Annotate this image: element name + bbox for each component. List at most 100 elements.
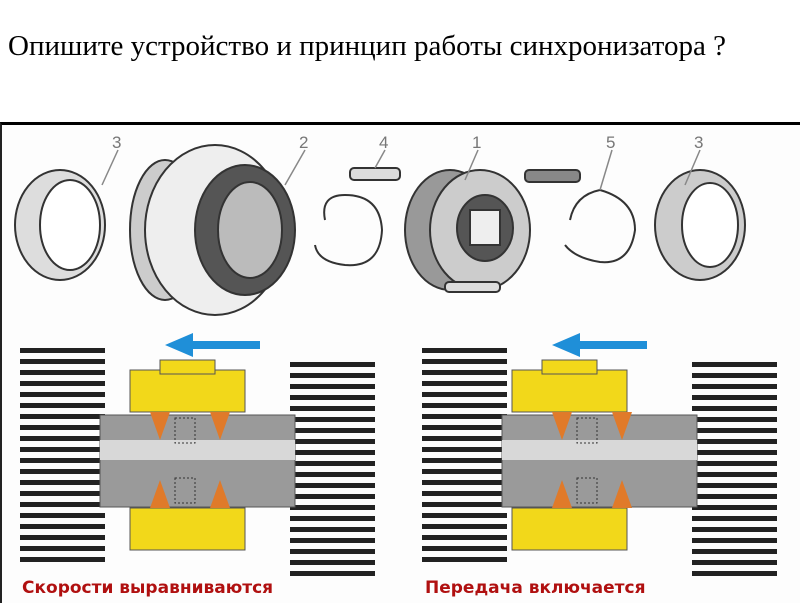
gear-tooth-left [422, 370, 507, 375]
gear-tooth-right [290, 571, 375, 576]
sleeve-top [511, 369, 628, 413]
key-right [524, 169, 581, 183]
gear-tooth-left [20, 392, 105, 397]
gear-tooth-left [20, 502, 105, 507]
gear-tooth-right [290, 384, 375, 389]
gear-tooth-right [692, 395, 777, 400]
blocking-ring-top-2 [612, 412, 632, 440]
gear-tooth-right [692, 527, 777, 532]
gear-tooth-right [290, 450, 375, 455]
blocking-ring-bottom [552, 480, 572, 508]
sleeve [129, 144, 296, 316]
gear-tooth-left [422, 524, 507, 529]
gear-tooth-right [290, 472, 375, 477]
direction-arrow-icon [552, 333, 647, 357]
blocking-ring-top [150, 412, 170, 440]
gear-tooth-right [290, 439, 375, 444]
gear-tooth-right [290, 461, 375, 466]
gear-tooth-right [692, 472, 777, 477]
gear-tooth-left [20, 491, 105, 496]
gear-tooth-right [290, 395, 375, 400]
gear-tooth-right [290, 527, 375, 532]
gear-tooth-left [422, 348, 507, 353]
gear-tooth-left [20, 513, 105, 518]
gear-tooth-right [290, 549, 375, 554]
gear-tooth-right [692, 538, 777, 543]
direction-arrow-icon [165, 333, 260, 357]
sleeve-bottom [511, 507, 628, 551]
gear-tooth-right [692, 560, 777, 565]
gear-tooth-left [422, 469, 507, 474]
shaft-highlight [502, 440, 697, 460]
gear-tooth-right [692, 461, 777, 466]
hub [404, 169, 531, 291]
sleeve-bottom [129, 507, 246, 551]
section-gear-engaged [422, 333, 777, 576]
gear-tooth-right [692, 439, 777, 444]
exploded-view [14, 144, 746, 316]
gear-tooth-left [422, 480, 507, 485]
gear-tooth-right [692, 428, 777, 433]
gear-tooth-left [422, 392, 507, 397]
gear-tooth-right [290, 406, 375, 411]
gear-tooth-left [20, 458, 105, 463]
gear-tooth-right [692, 384, 777, 389]
gear-tooth-left [422, 535, 507, 540]
spring-top [576, 417, 598, 444]
spring-top [174, 417, 196, 444]
gear-tooth-left [422, 447, 507, 452]
gear-tooth-right [692, 417, 777, 422]
blocking-ring-bottom-2 [612, 480, 632, 508]
part-labels: 3 2 4 1 5 3 [112, 133, 703, 152]
blocking-ring-top-2 [210, 412, 230, 440]
section-speeds-equalize [20, 333, 375, 576]
key-top [349, 167, 401, 181]
gear-tooth-left [422, 381, 507, 386]
caption-gear-engaged: Передача включается [425, 578, 646, 598]
gear-tooth-right [290, 362, 375, 367]
caption-speeds-equalize: Скорости выравниваются [22, 578, 274, 598]
gear-tooth-right [692, 450, 777, 455]
blocking-ring-bottom [150, 480, 170, 508]
gear-tooth-right [692, 483, 777, 488]
gear-tooth-left [20, 414, 105, 419]
gear-tooth-left [20, 557, 105, 562]
spring-ring-right [564, 188, 637, 264]
gear-tooth-left [422, 557, 507, 562]
gear-tooth-left [422, 513, 507, 518]
gear-tooth-left [20, 436, 105, 441]
gear-tooth-right [692, 373, 777, 378]
gear-tooth-left [20, 469, 105, 474]
gear-tooth-left [20, 480, 105, 485]
part-label-5: 5 [606, 133, 615, 152]
gear-tooth-right [692, 494, 777, 499]
gear-tooth-left [20, 381, 105, 386]
gear-tooth-left [422, 414, 507, 419]
blocking-ring-top [552, 412, 572, 440]
gear-tooth-right [692, 505, 777, 510]
gear-tooth-right [290, 417, 375, 422]
gear-tooth-left [20, 359, 105, 364]
gear-tooth-left [422, 491, 507, 496]
sleeve-top [129, 369, 246, 413]
gear-tooth-right [290, 494, 375, 499]
gear-tooth-left [20, 447, 105, 452]
shaft [99, 414, 296, 508]
leader-lines [101, 149, 701, 191]
gear-tooth-left [20, 403, 105, 408]
gear-tooth-left [20, 524, 105, 529]
gear-tooth-left [20, 535, 105, 540]
gear-tooth-left [20, 348, 105, 353]
blocking-ring-bottom-2 [210, 480, 230, 508]
gear-tooth-right [290, 373, 375, 378]
gear-tooth-right [290, 505, 375, 510]
shaft-highlight [100, 440, 295, 460]
gear-tooth-right [290, 538, 375, 543]
gear-tooth-left [20, 425, 105, 430]
part-label-1: 1 [472, 133, 481, 152]
gear-tooth-left [422, 458, 507, 463]
slide-title: Опишите устройство и принцип работы синх… [8, 30, 726, 62]
part-label-3b: 3 [694, 133, 703, 152]
gear-tooth-left [422, 359, 507, 364]
gear-tooth-left [20, 546, 105, 551]
